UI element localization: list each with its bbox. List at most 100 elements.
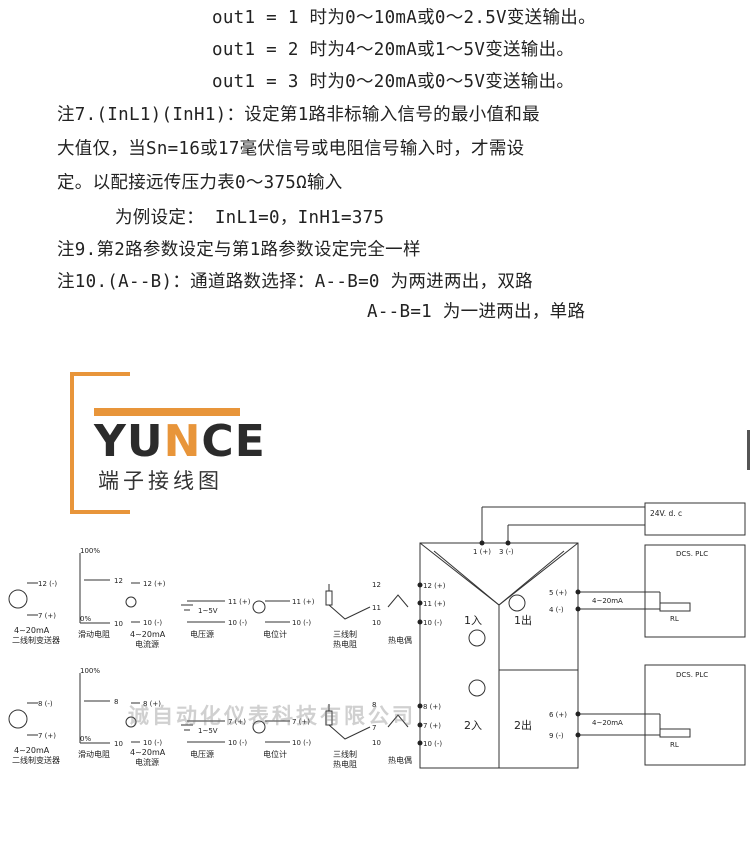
rl-label-2: RL: [670, 741, 679, 749]
r2-pot-name: 滑动电阻: [78, 749, 110, 759]
dcs-plc-box-1: [644, 544, 746, 638]
r1-rtd-name2: 热电阻: [333, 639, 357, 649]
r2-rtd-8: 8: [372, 701, 376, 709]
r1-vs-top: 11 (+): [228, 598, 251, 606]
terminal-8p: 8 (+): [423, 703, 441, 711]
r2-mv-bot: 10 (-): [292, 739, 311, 747]
terminal-10m-2: 10 (-): [423, 740, 442, 748]
r1-rtd-11: 11: [372, 604, 381, 612]
terminal-1: 1 (+): [473, 548, 491, 556]
terminal-4m: 4 (-): [549, 606, 564, 614]
r1-rtd-10: 10: [372, 619, 381, 627]
r2-cs-top: 8 (+): [143, 700, 161, 708]
brand-frame-left: [70, 372, 74, 514]
source-row-2: 8 (-) 7 (+) 4~20mA 二线制变送器 100% 0% 8 10 滑…: [8, 667, 412, 769]
r1-pot-10: 10: [114, 620, 123, 628]
power-label: 24V. d. c: [650, 509, 682, 518]
brand-subtitle: 端子接线图: [98, 469, 223, 493]
note-7-line1: 注7.(InL1)(InH1)：设定第1路非标输入信号的最小值和最: [57, 105, 540, 125]
source-row-1: 12 (-) 7 (+) 4~20mA 二线制变送器 100% 0% 12 10…: [8, 547, 412, 649]
note-9: 注9.第2路参数设定与第1路参数设定完全一样: [57, 240, 421, 260]
note-out1-1: out1 = 1 时为0～10mA或0～2.5V变送输出。: [212, 8, 596, 28]
r2-rtd-name1: 三线制: [333, 749, 357, 759]
r2-vs-name: 电压源: [190, 749, 214, 759]
load-resistor-2: [659, 728, 691, 738]
terminal-3: 3 (-): [499, 548, 514, 556]
r1-vs-range: 1~5V: [198, 607, 218, 615]
r1-rtd-12: 12: [372, 581, 381, 589]
r1-mv-top: 11 (+): [292, 598, 315, 606]
r2-rtd-7: 7: [372, 724, 376, 732]
dcs-plc-label-1: DCS. PLC: [676, 550, 708, 558]
r1-tx-name: 二线制变送器: [12, 635, 60, 645]
r2-tx-name: 二线制变送器: [12, 755, 60, 765]
terminal-11p: 11 (+): [423, 600, 446, 608]
brand-accent-bar: [94, 408, 240, 416]
r2-pot-100: 100%: [80, 667, 100, 675]
brand-frame-bottom: [70, 510, 130, 514]
r1-cs-top: 12 (+): [143, 580, 166, 588]
power-supply-box: [644, 502, 746, 536]
load-resistor-1: [659, 602, 691, 612]
r2-vs-top: 7 (+): [228, 718, 246, 726]
brand-block: YUNCE 端子接线图: [66, 368, 265, 518]
r1-pot-12: 12: [114, 577, 123, 585]
r1-cs-name: 电流源: [135, 639, 159, 649]
note-out1-2: out1 = 2 时为4～20mA或1～5V变送输出。: [212, 40, 575, 60]
r1-cs-bot: 10 (-): [143, 619, 162, 627]
r2-cs-name: 电流源: [135, 757, 159, 767]
r2-rtd-name2: 热电阻: [333, 759, 357, 769]
r2-tx-range: 4~20mA: [14, 746, 50, 755]
output-1-current: 4~20mA: [592, 597, 623, 605]
r2-vs-range: 1~5V: [198, 727, 218, 735]
terminal-6p: 6 (+): [549, 711, 567, 719]
brand-frame-top: [70, 372, 130, 376]
output-1-label: 1出: [514, 613, 532, 627]
terminal-7p: 7 (+): [423, 722, 441, 730]
r1-pot-0: 0%: [80, 615, 91, 623]
r1-tc-name: 热电偶: [388, 635, 412, 645]
r1-mv-bot: 10 (-): [292, 619, 311, 627]
r1-pot-100: 100%: [80, 547, 100, 555]
r2-pot-0: 0%: [80, 735, 91, 743]
note-7-line3: 定。以配接远传压力表0～375Ω输入: [57, 173, 343, 193]
r2-rtd-10: 10: [372, 739, 381, 747]
terminal-9m: 9 (-): [549, 732, 564, 740]
r1-vs-bot: 10 (-): [228, 619, 247, 627]
dcs-plc-box-2: [644, 664, 746, 766]
r2-tx-bot: 7 (+): [38, 732, 56, 740]
r2-tc-name: 热电偶: [388, 755, 412, 765]
r1-tx-top: 12 (-): [38, 580, 57, 588]
r2-cs-range: 4~20mA: [130, 748, 166, 757]
input-2-label: 2入: [464, 719, 482, 732]
r1-pot-name: 滑动电阻: [78, 629, 110, 639]
rl-label-1: RL: [670, 615, 679, 623]
watermark: 诚自动化仪表科技有限公司: [128, 704, 416, 728]
r2-cs-bot: 10 (-): [143, 739, 162, 747]
brand-logo: YUNCE: [94, 416, 266, 467]
note-out1-3: out1 = 3 时为0～20mA或0～5V变送输出。: [212, 72, 575, 92]
output-2-current: 4~20mA: [592, 719, 623, 727]
r2-mv-name: 电位计: [263, 749, 287, 759]
terminal-10m: 10 (-): [423, 619, 442, 627]
r1-cs-range: 4~20mA: [130, 630, 166, 639]
output-2-label: 2出: [514, 718, 532, 732]
r1-rtd-name1: 三线制: [333, 629, 357, 639]
wiring-diagram: 24V. d. c 1 (+) 3 (-) 12 (+) 11 (+) 10 (…: [8, 502, 746, 769]
r2-mv-top: 7 (+): [292, 718, 310, 726]
terminal-12p: 12 (+): [423, 582, 446, 590]
terminal-5p: 5 (+): [549, 589, 567, 597]
note-10-line2: A--B=1 为一进两出，单路: [367, 302, 586, 322]
r1-mv-name: 电位计: [263, 629, 287, 639]
r2-pot-10: 10: [114, 740, 123, 748]
r1-vs-name: 电压源: [190, 629, 214, 639]
note-10-line1: 注10.(A--B)：通道路数选择：A--B=0 为两进两出，双路: [57, 272, 533, 292]
input-1-label: 1入: [464, 614, 482, 627]
note-7-line2: 大值仅，当Sn=16或17毫伏信号或电阻信号输入时，才需设: [57, 139, 525, 159]
r1-tx-bot: 7 (+): [38, 612, 56, 620]
r2-pot-8: 8: [114, 698, 118, 706]
r1-tx-range: 4~20mA: [14, 626, 50, 635]
r2-vs-bot: 10 (-): [228, 739, 247, 747]
page-edge-mark: [747, 430, 750, 470]
dcs-plc-label-2: DCS. PLC: [676, 671, 708, 679]
